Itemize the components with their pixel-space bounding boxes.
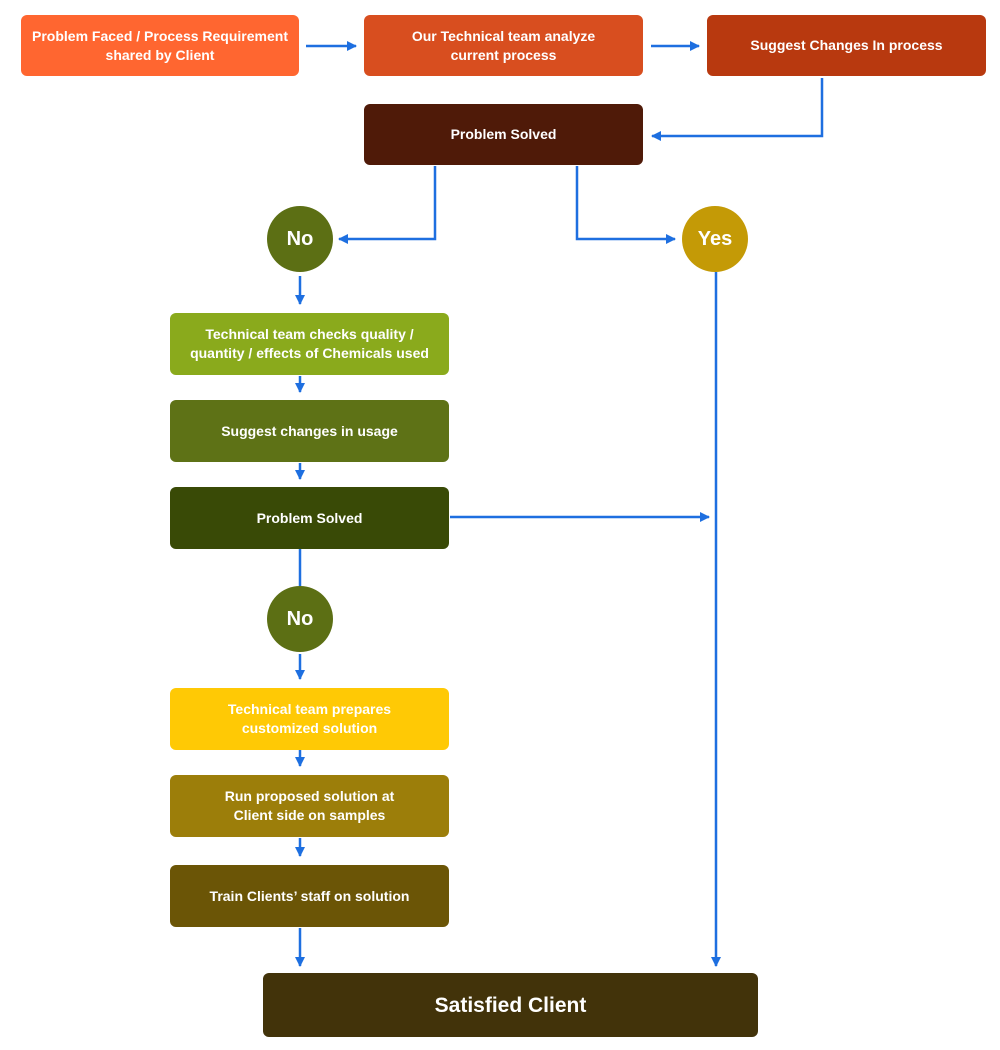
- suggest-process-box: Suggest Changes In process: [707, 15, 986, 76]
- no-decision-1: No: [267, 206, 333, 272]
- client-problem-box: Problem Faced / Process Requirement shar…: [21, 15, 299, 76]
- train-staff-box: Train Clients’ staff on solution: [170, 865, 449, 927]
- no-decision-2: No: [267, 586, 333, 652]
- problem-solved-box-1: Problem Solved: [364, 104, 643, 165]
- arrow-solved-to-no: [338, 166, 437, 244]
- team-analyze-box: Our Technical team analyze current proce…: [364, 15, 643, 76]
- checks-quality-box: Technical team checks quality / quantity…: [170, 313, 449, 375]
- suggest-usage-box: Suggest changes in usage: [170, 400, 449, 462]
- custom-solution-box: Technical team prepares customized solut…: [170, 688, 449, 750]
- satisfied-client-box: Satisfied Client: [263, 973, 758, 1037]
- problem-solved-box-2: Problem Solved: [170, 487, 449, 549]
- arrow-solved-to-yes: [575, 166, 676, 244]
- run-solution-box: Run proposed solution at Client side on …: [170, 775, 449, 837]
- yes-decision: Yes: [682, 206, 748, 272]
- arrow-suggest-to-solved: [651, 78, 824, 141]
